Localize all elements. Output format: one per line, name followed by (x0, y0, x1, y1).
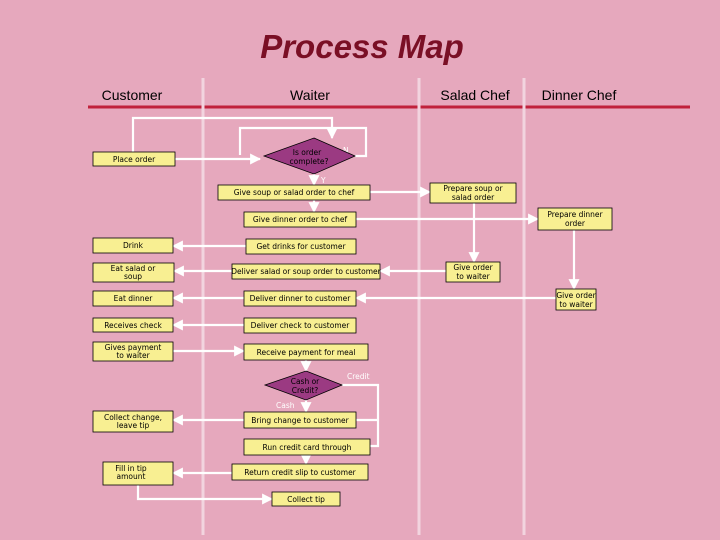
step-give-soup-order (217, 184, 371, 201)
branch-label-credit: Credit (347, 372, 370, 381)
step-fill-tip-label-2: amount (117, 472, 146, 481)
step-bring-change (243, 411, 357, 429)
step-dinner-give-order-label-2: to waiter (559, 300, 593, 309)
step-eat-dinner (92, 290, 174, 307)
step-prepare-dinner-label-2: order (565, 219, 586, 228)
step-deliver-check-label: Deliver check to customer (251, 321, 351, 330)
step-drink (92, 237, 174, 254)
step-dinner-give-order-label-1: Give order (556, 291, 596, 300)
step-get-drinks (245, 238, 357, 255)
step-drink-label: Drink (123, 241, 144, 250)
step-eat-salad-label-2: soup (124, 272, 142, 281)
step-receives-check (92, 317, 174, 333)
branch-label-no: N (343, 146, 349, 155)
decision-order-complete-label-2: complete? (289, 157, 328, 166)
step-salad-give-order-label-2: to waiter (456, 272, 490, 281)
decision-order-complete-label-1: Is order (293, 148, 322, 157)
step-receive-payment-label: Receive payment for meal (257, 348, 356, 357)
step-prepare-soup-label-1: Prepare soup or (443, 184, 503, 193)
step-eat-salad-label-1: Eat salad or (111, 264, 157, 273)
branch-label-yes: Y (320, 176, 326, 185)
step-bring-change-label: Bring change to customer (251, 416, 349, 425)
step-give-soup-order-label: Give soup or salad order to chef (234, 188, 355, 197)
step-salad-give-order-label-1: Give order (453, 263, 493, 272)
step-salad-give-order (445, 261, 501, 283)
step-collect-change-label-2: leave tip (117, 421, 150, 430)
decision-order-complete (262, 137, 356, 175)
step-give-dinner-order (243, 211, 357, 228)
step-run-credit (243, 438, 371, 456)
step-collect-tip (271, 491, 341, 507)
step-prepare-dinner-label-1: Prepare dinner (547, 210, 603, 219)
step-receives-check-label: Receives check (104, 321, 162, 330)
step-return-slip-label: Return credit slip to customer (244, 468, 356, 477)
decision-cash-or-credit-label-1: Cash or (291, 377, 320, 386)
step-receive-payment (243, 343, 369, 361)
step-deliver-salad-label: Deliver salad or soup order to customer (231, 267, 381, 276)
lane-header-salad-chef: Salad Chef (440, 87, 509, 103)
step-prepare-soup (429, 182, 517, 204)
decision-cash-or-credit (263, 370, 344, 401)
lane-header-dinner-chef: Dinner Chef (542, 87, 617, 103)
step-deliver-salad (231, 263, 381, 280)
step-place-order-label: Place order (113, 155, 156, 164)
decision-cash-or-credit-label-2: Credit? (292, 386, 319, 395)
step-gives-payment-label-1: Gives payment (105, 343, 162, 352)
step-fill-tip (102, 461, 174, 486)
lane-header-customer: Customer (102, 87, 163, 103)
step-give-dinner-order-label: Give dinner order to chef (253, 215, 348, 224)
branch-label-cash: Cash (276, 401, 295, 410)
step-deliver-dinner (243, 290, 357, 307)
step-prepare-soup-label-2: salad order (452, 193, 495, 202)
step-collect-change (92, 410, 174, 433)
flow-lines (131, 116, 580, 505)
step-deliver-dinner-label: Deliver dinner to customer (250, 294, 352, 303)
step-eat-salad (92, 262, 175, 283)
step-fill-tip-label-1: Fill in tip (115, 464, 147, 473)
step-place-order (92, 151, 176, 167)
step-eat-dinner-label: Eat dinner (114, 294, 154, 303)
step-collect-tip-label: Collect tip (287, 495, 325, 504)
step-run-credit-label: Run credit card through (263, 443, 352, 452)
step-gives-payment-label-2: to waiter (116, 351, 150, 360)
step-collect-change-label-1: Collect change, (104, 413, 162, 422)
step-return-slip (231, 463, 369, 481)
step-deliver-check (243, 317, 357, 334)
step-dinner-give-order (555, 288, 597, 311)
step-prepare-dinner (537, 207, 613, 231)
page-title: Process Map (260, 28, 464, 65)
lane-header-waiter: Waiter (290, 87, 330, 103)
step-get-drinks-label: Get drinks for customer (256, 242, 346, 251)
step-gives-payment (92, 341, 174, 362)
